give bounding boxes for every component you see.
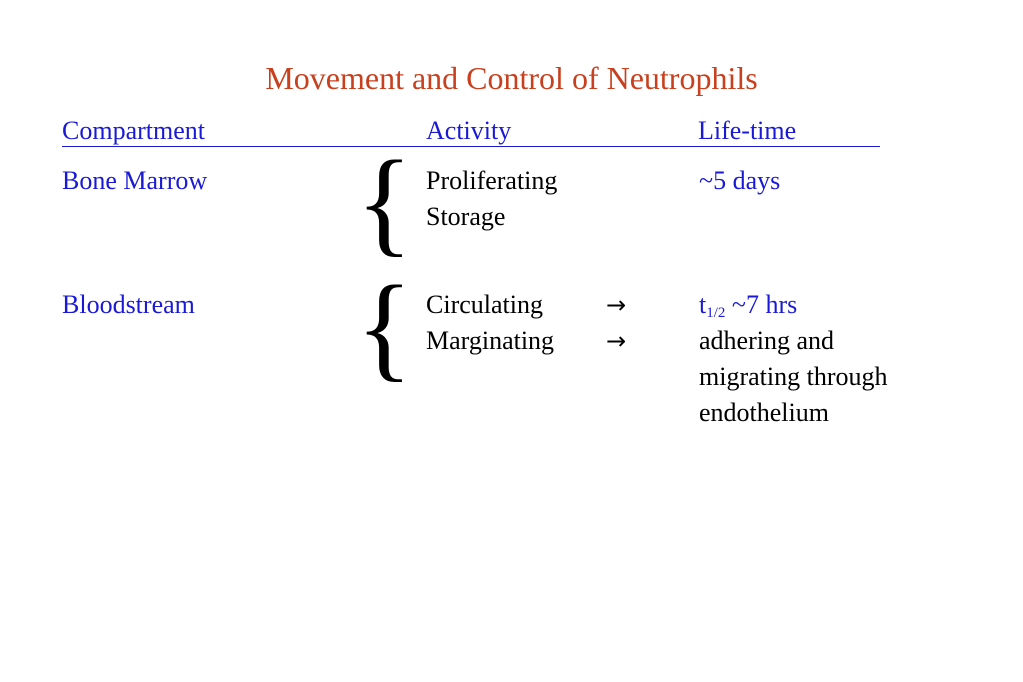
- activity-circulating: Circulating: [426, 290, 543, 319]
- right-arrow-icon: →: [606, 327, 627, 355]
- curly-brace: {: [356, 136, 413, 267]
- activity-marginating: Marginating: [426, 326, 555, 355]
- lifetime-line: migrating through: [699, 362, 888, 391]
- lifetime-bone-marrow: ~5 days: [699, 166, 781, 195]
- header-activity: Activity: [426, 116, 512, 145]
- lifetime-half-life: t1/2 ~7 hrs: [699, 287, 797, 323]
- header-lifetime: Life-time: [698, 116, 797, 145]
- half-life-value: ~7 hrs: [725, 290, 798, 319]
- slide-title: Movement and Control of Neutrophils: [265, 60, 758, 96]
- lifetime-line: endothelium: [699, 398, 829, 427]
- activity-proliferating: Proliferating: [426, 166, 558, 195]
- right-arrow-icon: →: [606, 291, 627, 319]
- compartment-bone-marrow: Bone Marrow: [62, 166, 208, 195]
- activity-storage: Storage: [426, 202, 506, 231]
- header-compartment: Compartment: [62, 116, 205, 145]
- curly-brace: {: [356, 261, 413, 392]
- half-life-subscript: 1/2: [706, 305, 726, 321]
- table-header: Compartment Activity Life-time: [62, 116, 880, 147]
- half-life-symbol: t: [699, 290, 707, 319]
- compartment-bloodstream: Bloodstream: [62, 290, 195, 319]
- lifetime-line: adhering and: [699, 326, 835, 355]
